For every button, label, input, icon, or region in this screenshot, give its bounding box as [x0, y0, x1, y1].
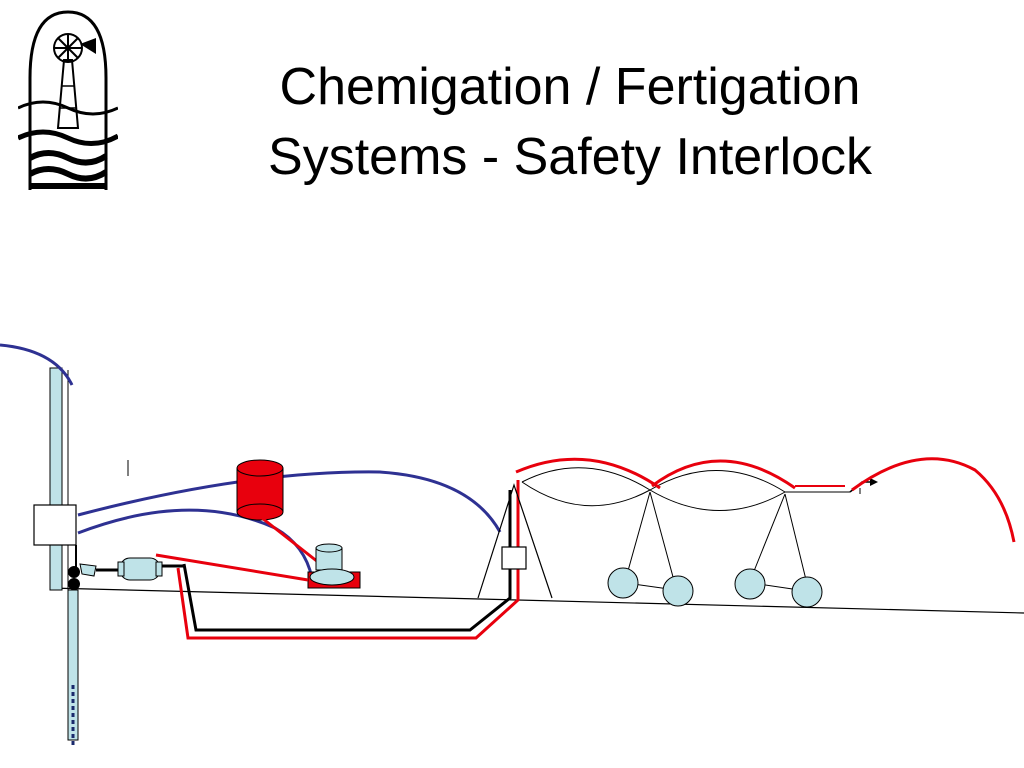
spray-arc-2	[651, 459, 796, 490]
tower-wheel	[734, 568, 766, 600]
flow-arc-inner	[77, 508, 314, 579]
chemigation-diagram	[0, 343, 1024, 745]
injection-pump-icon	[307, 543, 361, 589]
spray-arc-1	[515, 457, 661, 490]
pivot-tower	[477, 483, 553, 599]
supply-pipe	[182, 490, 512, 632]
mainline-valve	[119, 557, 161, 581]
interlock-wire	[176, 480, 520, 640]
well-casing	[49, 367, 63, 591]
windmill-logo-icon	[18, 10, 118, 190]
pump-control-box	[33, 504, 77, 546]
ground-line	[49, 587, 1024, 614]
tower-wheel	[662, 575, 694, 607]
flow-arc-top	[0, 343, 74, 386]
well-pipe-underground	[67, 589, 79, 741]
title-line-2: Systems - Safety Interlock	[268, 128, 872, 186]
check-valve-icon	[68, 566, 80, 578]
spray-arc-3	[851, 457, 1016, 543]
title-line-1: Chemigation / Fertigation	[279, 58, 861, 116]
tower-wheel	[791, 576, 823, 608]
tower-wheel	[607, 567, 639, 599]
flow-arc-long	[77, 470, 502, 533]
page-title: Chemigation / Fertigation Systems - Safe…	[150, 52, 990, 192]
control-box-icon	[501, 546, 527, 570]
chemical-tank-icon	[236, 459, 284, 521]
